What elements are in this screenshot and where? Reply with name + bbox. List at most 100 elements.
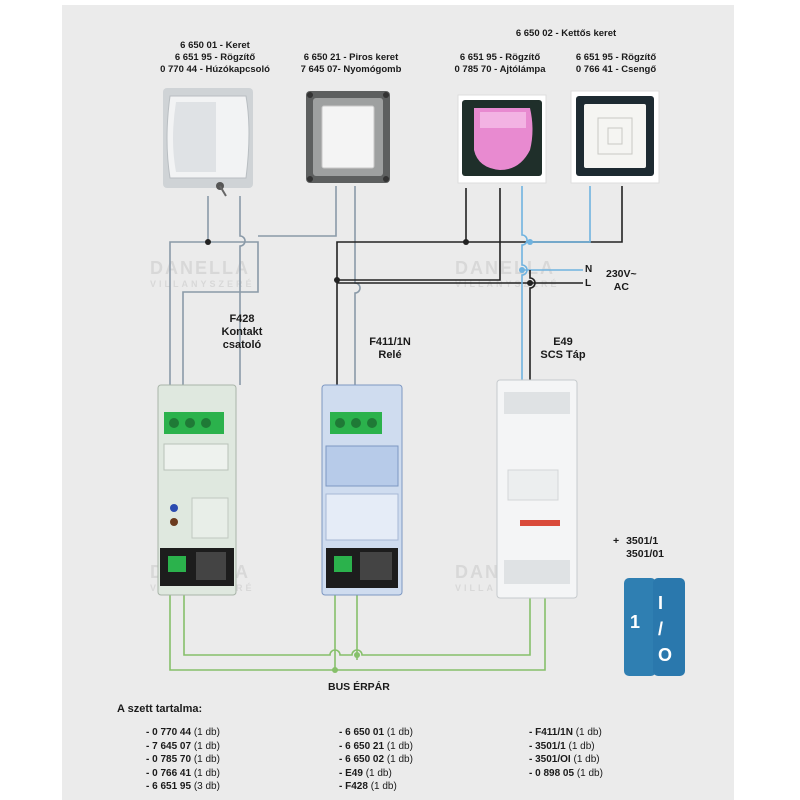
io-digit-one: 1 bbox=[630, 612, 641, 632]
contents-item: - 6 650 21 (1 db) bbox=[339, 740, 413, 754]
contents-item: - 0 785 70 (1 db) bbox=[146, 753, 220, 767]
item-quantity: (1 db) bbox=[193, 754, 220, 766]
bus-wire bbox=[183, 590, 531, 656]
contents-item: - 3501/1 (1 db) bbox=[529, 740, 603, 754]
item-code: - 7 645 07 bbox=[146, 740, 192, 752]
contents-column: - 6 650 01 (1 db)- 6 650 21 (1 db)- 6 65… bbox=[339, 726, 413, 794]
label-line: E49 bbox=[553, 336, 573, 348]
item-code: - 0 785 70 bbox=[146, 754, 192, 766]
item-quantity: (1 db) bbox=[365, 767, 392, 779]
door-lamp-label: 6 651 95 - Rögzítő 0 785 70 - Ajtólámpa bbox=[450, 52, 550, 76]
addon-line: 3501/1 bbox=[626, 535, 659, 547]
ac-text: AC bbox=[613, 281, 629, 293]
item-quantity: (1 db) bbox=[575, 727, 602, 738]
neutral-label: N bbox=[585, 264, 593, 275]
pull-switch-label: 6 650 01 - Keret 6 651 95 - Rögzítő 0 77… bbox=[160, 40, 270, 76]
io-configurator-icon bbox=[624, 578, 685, 676]
item-quantity: (1 db) bbox=[386, 740, 413, 752]
item-code: - 3501/1 bbox=[529, 740, 566, 752]
wire bbox=[529, 270, 536, 395]
item-quantity: (1 db) bbox=[386, 727, 413, 738]
item-quantity: (3 db) bbox=[193, 781, 220, 793]
addon-label: + 3501/1 3501/01 bbox=[613, 535, 664, 561]
item-quantity: (1 db) bbox=[370, 781, 397, 793]
item-quantity: (1 db) bbox=[193, 740, 220, 752]
label-line: 6 651 95 - Rögzítő bbox=[459, 52, 541, 63]
f411-label: F411/1N Relé bbox=[362, 336, 418, 362]
item-code: - 3501/OI bbox=[529, 754, 571, 766]
relay-module-icon bbox=[321, 384, 403, 596]
label-line: 0 766 41 - Csengő bbox=[575, 64, 657, 75]
contents-item: - 6 650 02 (1 db) bbox=[339, 753, 413, 767]
wire bbox=[530, 186, 591, 243]
io-digit-io: I/O bbox=[658, 593, 673, 665]
bus-wire bbox=[169, 590, 546, 671]
contents-title: A szett tartalma: bbox=[117, 703, 203, 715]
item-code: - 0 766 41 bbox=[146, 767, 192, 779]
wire bbox=[354, 186, 361, 385]
item-quantity: (1 db) bbox=[573, 754, 600, 766]
item-code: - 6 650 21 bbox=[339, 740, 385, 752]
voltage-label: 230V~ AC bbox=[606, 268, 637, 294]
bell-icon bbox=[570, 90, 660, 184]
addon-line: 3501/01 bbox=[626, 548, 665, 560]
label-line: 6 651 95 - Rögzítő bbox=[174, 52, 256, 63]
push-button-label: 6 650 21 - Piros keret 7 645 07- Nyomógo… bbox=[294, 52, 408, 76]
door-lamp-icon bbox=[457, 94, 547, 184]
wire bbox=[169, 196, 209, 385]
contents-item: - F411/1N (1 db) bbox=[529, 726, 603, 740]
item-quantity: (1 db) bbox=[576, 767, 603, 779]
item-code: - 6 650 02 bbox=[339, 754, 385, 766]
label-line: 6 651 95 - Rögzítő bbox=[575, 52, 657, 63]
label-line: 0 785 70 - Ajtólámpa bbox=[454, 64, 546, 75]
item-code: - 6 650 01 bbox=[339, 727, 385, 738]
contents-item: - 3501/OI (1 db) bbox=[529, 753, 603, 767]
bell-label: 6 651 95 - Rögzítő 0 766 41 - Csengő bbox=[566, 52, 666, 76]
label-line: 6 650 21 - Piros keret bbox=[303, 52, 399, 63]
power-supply-module-icon bbox=[496, 379, 578, 599]
label-line: 7 645 07- Nyomógomb bbox=[300, 64, 402, 75]
contents-item: - F428 (1 db) bbox=[339, 780, 413, 794]
item-code: - 0 898 05 bbox=[529, 767, 575, 779]
wire bbox=[182, 241, 259, 385]
label-line: SCS Táp bbox=[540, 349, 586, 361]
live-label: L bbox=[585, 278, 592, 289]
double-frame-label: 6 650 02 - Kettős keret bbox=[515, 28, 617, 39]
wire bbox=[258, 186, 337, 237]
label-line: csatoló bbox=[222, 339, 262, 351]
item-code: - E49 bbox=[339, 767, 363, 779]
contents-column: - F411/1N (1 db)- 3501/1 (1 db)- 3501/OI… bbox=[529, 726, 603, 780]
item-code: - F428 bbox=[339, 781, 368, 793]
contents-item: - E49 (1 db) bbox=[339, 767, 413, 781]
contents-item: - 6 650 01 (1 db) bbox=[339, 726, 413, 740]
wire bbox=[337, 188, 501, 281]
push-button-icon bbox=[306, 91, 390, 183]
pull-switch-icon bbox=[163, 88, 253, 197]
wire bbox=[239, 196, 246, 385]
label-line: Relé bbox=[378, 349, 402, 361]
wire bbox=[521, 186, 528, 395]
wire bbox=[600, 186, 623, 243]
label-line: 0 770 44 - Húzókapcsoló bbox=[160, 64, 270, 75]
item-code: - F411/1N bbox=[529, 727, 573, 738]
bus-label: BUS ÉRPÁR bbox=[328, 681, 390, 693]
contents-item: - 6 651 95 (3 db) bbox=[146, 780, 220, 794]
item-quantity: (1 db) bbox=[193, 767, 220, 779]
contact-interface-module-icon bbox=[157, 384, 237, 596]
item-quantity: (1 db) bbox=[568, 740, 595, 752]
contents-item: - 0 766 41 (1 db) bbox=[146, 767, 220, 781]
item-quantity: (1 db) bbox=[386, 754, 413, 766]
wire bbox=[336, 188, 467, 385]
contents-item: - 0 770 44 (1 db) bbox=[146, 726, 220, 740]
item-quantity: (1 db) bbox=[193, 727, 220, 738]
voltage-text: 230V~ bbox=[606, 268, 637, 280]
f428-label: F428 Kontakt csatoló bbox=[216, 313, 268, 352]
label-line: 6 650 01 - Keret bbox=[180, 40, 250, 51]
label-line: Kontakt bbox=[221, 326, 263, 338]
label-line: F411/1N bbox=[369, 336, 411, 348]
item-code: - 6 651 95 bbox=[146, 781, 192, 793]
plus-sign: + bbox=[613, 535, 620, 547]
